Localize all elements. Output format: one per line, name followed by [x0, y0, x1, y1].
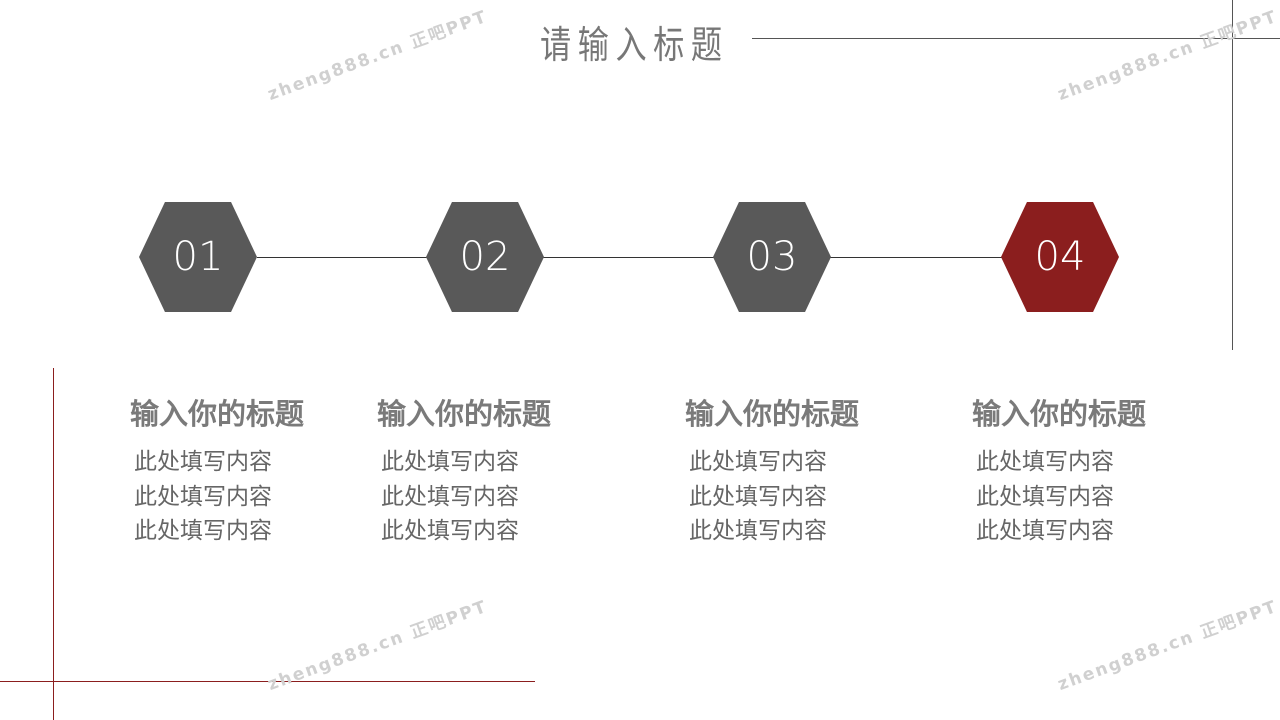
step-line: 此处填写内容 — [689, 518, 827, 544]
step-line: 此处填写内容 — [381, 483, 519, 510]
watermark: zheng888.cn 正吧PPT — [1055, 596, 1280, 695]
step-line: 此处填写内容 — [134, 449, 272, 475]
slide-title: 请输入标题 — [540, 23, 729, 67]
step-column-2: 输入你的标题 此处填写内容 此处填写内容 此处填写内容 — [377, 393, 617, 549]
step-heading: 输入你的标题 — [130, 397, 305, 431]
corner-line-horizontal-red — [0, 681, 535, 682]
step-line: 此处填写内容 — [134, 483, 272, 510]
step-heading: 输入你的标题 — [377, 397, 552, 431]
step-hexagon-2: 02 — [426, 202, 544, 312]
step-heading: 输入你的标题 — [685, 397, 860, 431]
step-column-4: 输入你的标题 此处填写内容 此处填写内容 此处填写内容 — [972, 393, 1212, 549]
timeline-connector — [257, 257, 1003, 258]
step-hexagon-3: 03 — [713, 202, 831, 312]
step-hexagon-4: 04 — [1001, 202, 1119, 312]
corner-line-vertical-red — [53, 368, 54, 720]
step-column-3: 输入你的标题 此处填写内容 此处填写内容 此处填写内容 — [685, 393, 925, 549]
corner-line-vertical — [1232, 0, 1233, 350]
watermark: zheng888.cn 正吧PPT — [265, 596, 491, 695]
step-line: 此处填写内容 — [134, 518, 272, 544]
step-line: 此处填写内容 — [976, 518, 1114, 544]
step-line: 此处填写内容 — [976, 449, 1114, 475]
step-column-1: 输入你的标题 此处填写内容 此处填写内容 此处填写内容 — [130, 393, 370, 549]
step-line: 此处填写内容 — [976, 483, 1114, 510]
title-divider — [752, 38, 1280, 39]
watermark: zheng888.cn 正吧PPT — [265, 6, 491, 106]
step-heading: 输入你的标题 — [972, 397, 1147, 431]
step-hexagon-1: 01 — [139, 202, 257, 312]
step-line: 此处填写内容 — [381, 518, 519, 544]
watermark: zheng888.cn 正吧PPT — [1055, 6, 1280, 106]
step-line: 此处填写内容 — [689, 483, 827, 510]
step-line: 此处填写内容 — [689, 449, 827, 475]
step-line: 此处填写内容 — [381, 449, 519, 475]
